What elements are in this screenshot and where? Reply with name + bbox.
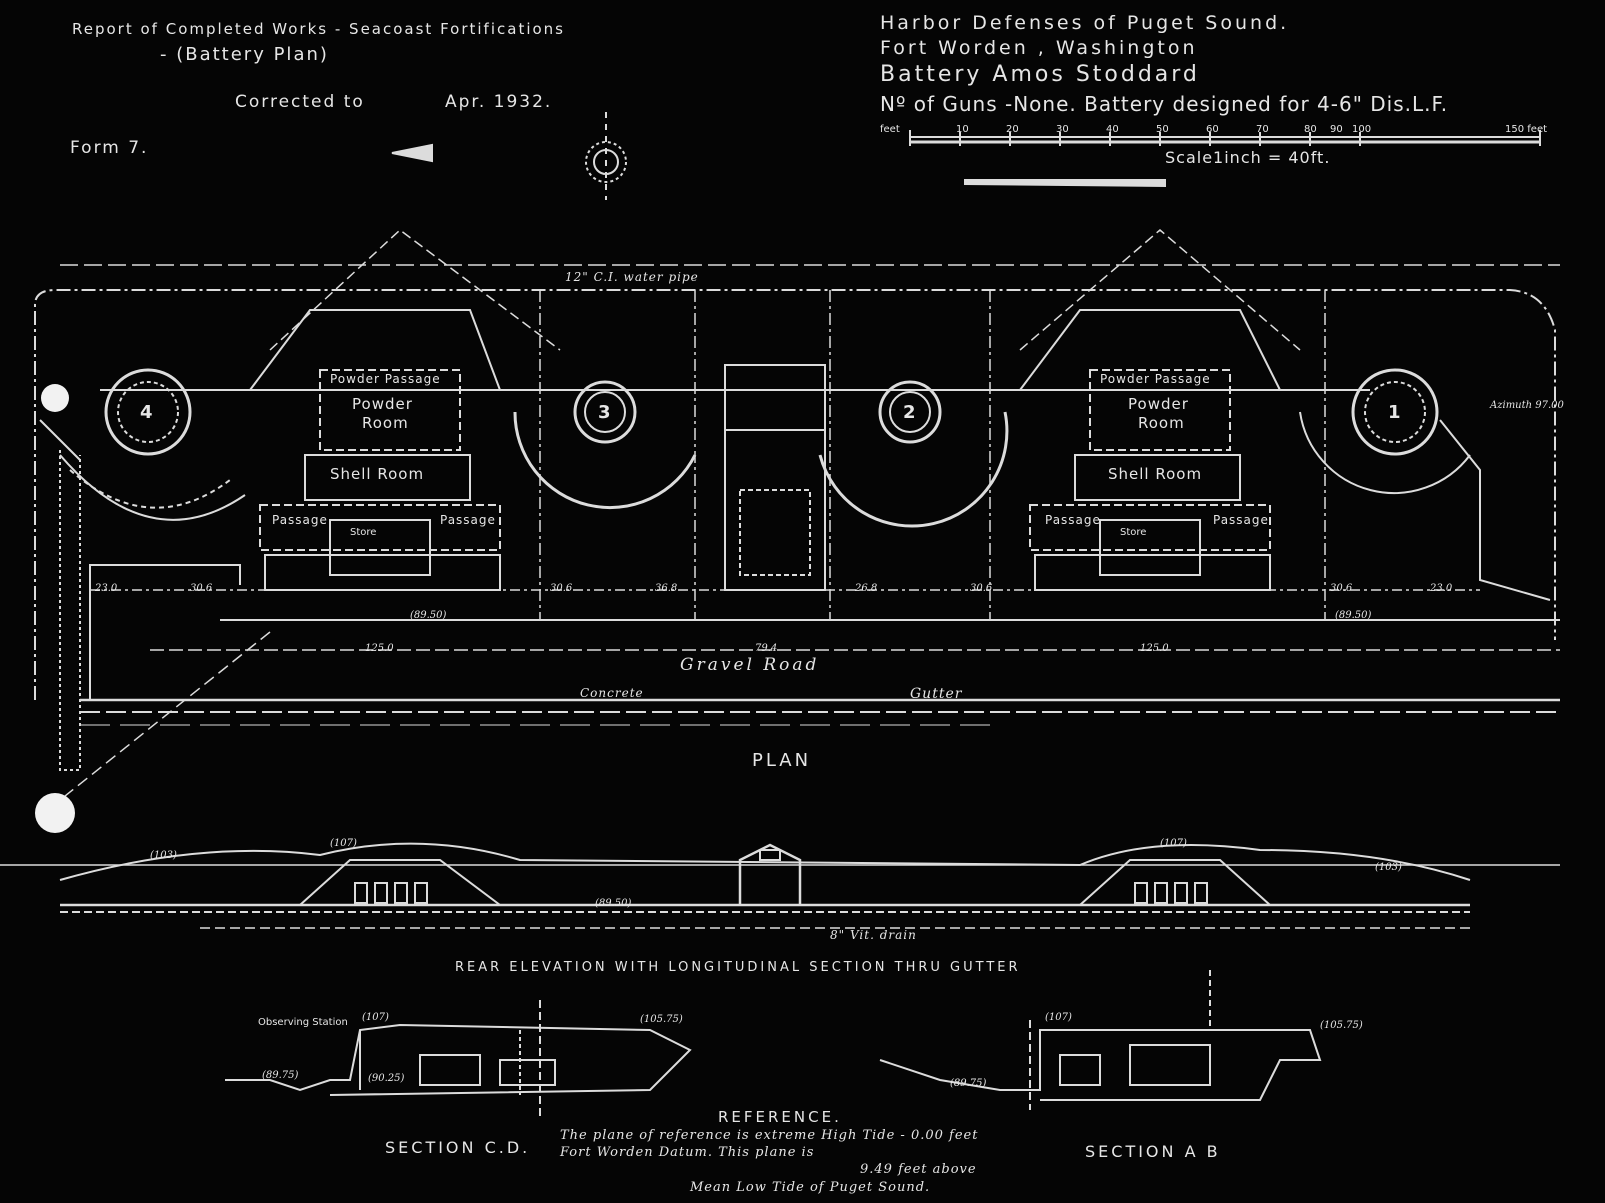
reference-title: Reference. [718,1108,842,1126]
elevation-mark: (107) [330,838,357,849]
gutter-label: Gutter [910,686,963,702]
section-ab-title: Section A B [1085,1142,1221,1161]
section-ab-drawing [879,970,1322,1110]
harbor-defenses-title: Harbor Defenses of Puget Sound. [880,12,1290,34]
reference-line-3: 9.49 feet above [860,1162,977,1177]
scale-tick: 10 [956,124,969,135]
powder-room-right: Room [1138,414,1185,432]
north-arrow-icon [391,112,627,200]
powder-passage-left: Powder Passage [330,372,441,386]
elevation-mark: (105.75) [640,1014,683,1025]
corrected-label: Corrected to [235,92,365,112]
elevation-mark: (107) [1160,838,1187,849]
powder-label-right: Powder [1128,395,1189,413]
elevation-mark: (89.75) [950,1078,987,1089]
passage-left-a: Passage [272,513,328,527]
scale-bar [909,130,1541,188]
powder-room-left: Room [362,414,409,432]
dimension: 36.8 [655,583,678,594]
reference-line-4: Mean Low Tide of Puget Sound. [690,1180,931,1195]
drain-label: 8" Vit. drain [830,928,917,942]
scale-tick: 20 [1006,124,1019,135]
dimension: 30.6 [190,583,213,594]
battery-name: Battery Amos Stoddard [880,62,1200,87]
elevation-mark: (107) [1045,1012,1072,1023]
gravel-road-label: Gravel Road [680,655,820,675]
corrected-date: Apr. 1932. [445,92,553,112]
dimension: 23.0 [1430,583,1453,594]
elevation-mark: (107) [362,1012,389,1023]
scale-tick: 50 [1156,124,1169,135]
observing-station-label: Observing Station [258,1017,348,1028]
shell-room-right: Shell Room [1108,465,1203,483]
elevation-mark: (89.50) [595,898,632,909]
gun-label-2: 2 [903,402,917,423]
shell-room-left: Shell Room [330,465,425,483]
report-title: Report of Completed Works - Seacoast For… [72,20,565,38]
dimension: 30.6 [970,583,993,594]
gun-label-4: 4 [140,402,154,423]
powder-passage-right: Powder Passage [1100,372,1211,386]
passage-right-b: Passage [1213,513,1269,527]
scale-tick: 90 [1330,124,1343,135]
elevation-mark: (103) [150,850,177,861]
passage-left-b: Passage [440,513,496,527]
rear-elevation-title: Rear Elevation with Longitudinal Section… [455,960,1021,975]
scale-label: Scale1inch = 40ft. [1165,148,1331,167]
scale-tick: 60 [1206,124,1219,135]
rear-elevation-drawing [0,842,1560,929]
scale-left-label: feet [880,124,900,135]
reference-line-1: The plane of reference is extreme High T… [560,1128,979,1143]
scale-tick: 40 [1106,124,1119,135]
elevation-mark: (105.75) [1320,1020,1363,1031]
dimension: 23.0 [95,583,118,594]
scale-tick: 70 [1256,124,1269,135]
guns-note: Nº of Guns -None. Battery designed for 4… [880,92,1449,116]
elevation-mark: (103) [1375,862,1402,873]
marker-blob-icon [35,793,75,833]
elevation-mark: (89.50) [1335,610,1372,621]
battery-plan-subtitle: - (Battery Plan) [160,44,329,65]
waterpipe-label: 12" C.I. water pipe [565,270,699,284]
passage-right-a: Passage [1045,513,1101,527]
form-number: Form 7. [70,138,149,158]
scale-tick: 30 [1056,124,1069,135]
dimension: 30.6 [1330,583,1353,594]
elevation-mark: (90.25) [368,1073,405,1084]
section-cd-title: Section C.D. [385,1138,531,1157]
scale-tick: 100 [1352,124,1372,135]
elevation-mark: (89.75) [262,1070,299,1081]
dimension: 30.6 [550,583,573,594]
fort-name: Fort Worden , Washington [880,37,1198,59]
gun-label-3: 3 [598,402,612,423]
reference-line-2: Fort Worden Datum. This plane is [560,1145,815,1160]
dimension: 125.0 [365,643,394,654]
scale-tick: 80 [1304,124,1317,135]
scale-right-label: 150 feet [1505,124,1548,135]
dimension: 79.4 [755,643,778,654]
dimension: 26.8 [855,583,878,594]
battery-plan-outline [34,229,1560,801]
marker-blob-icon [41,384,69,412]
gun-label-1: 1 [1388,402,1402,423]
azimuth-label: Azimuth 97.00 [1490,400,1564,411]
section-cd-drawing [225,1000,692,1120]
store-left: Store [350,527,377,538]
plan-title: PLAN [752,750,812,771]
concrete-label: Concrete [580,686,644,700]
store-right: Store [1120,527,1147,538]
powder-label-left: Powder [352,395,413,413]
elevation-mark: (89.50) [410,610,447,621]
dimension: 125.0 [1140,643,1169,654]
